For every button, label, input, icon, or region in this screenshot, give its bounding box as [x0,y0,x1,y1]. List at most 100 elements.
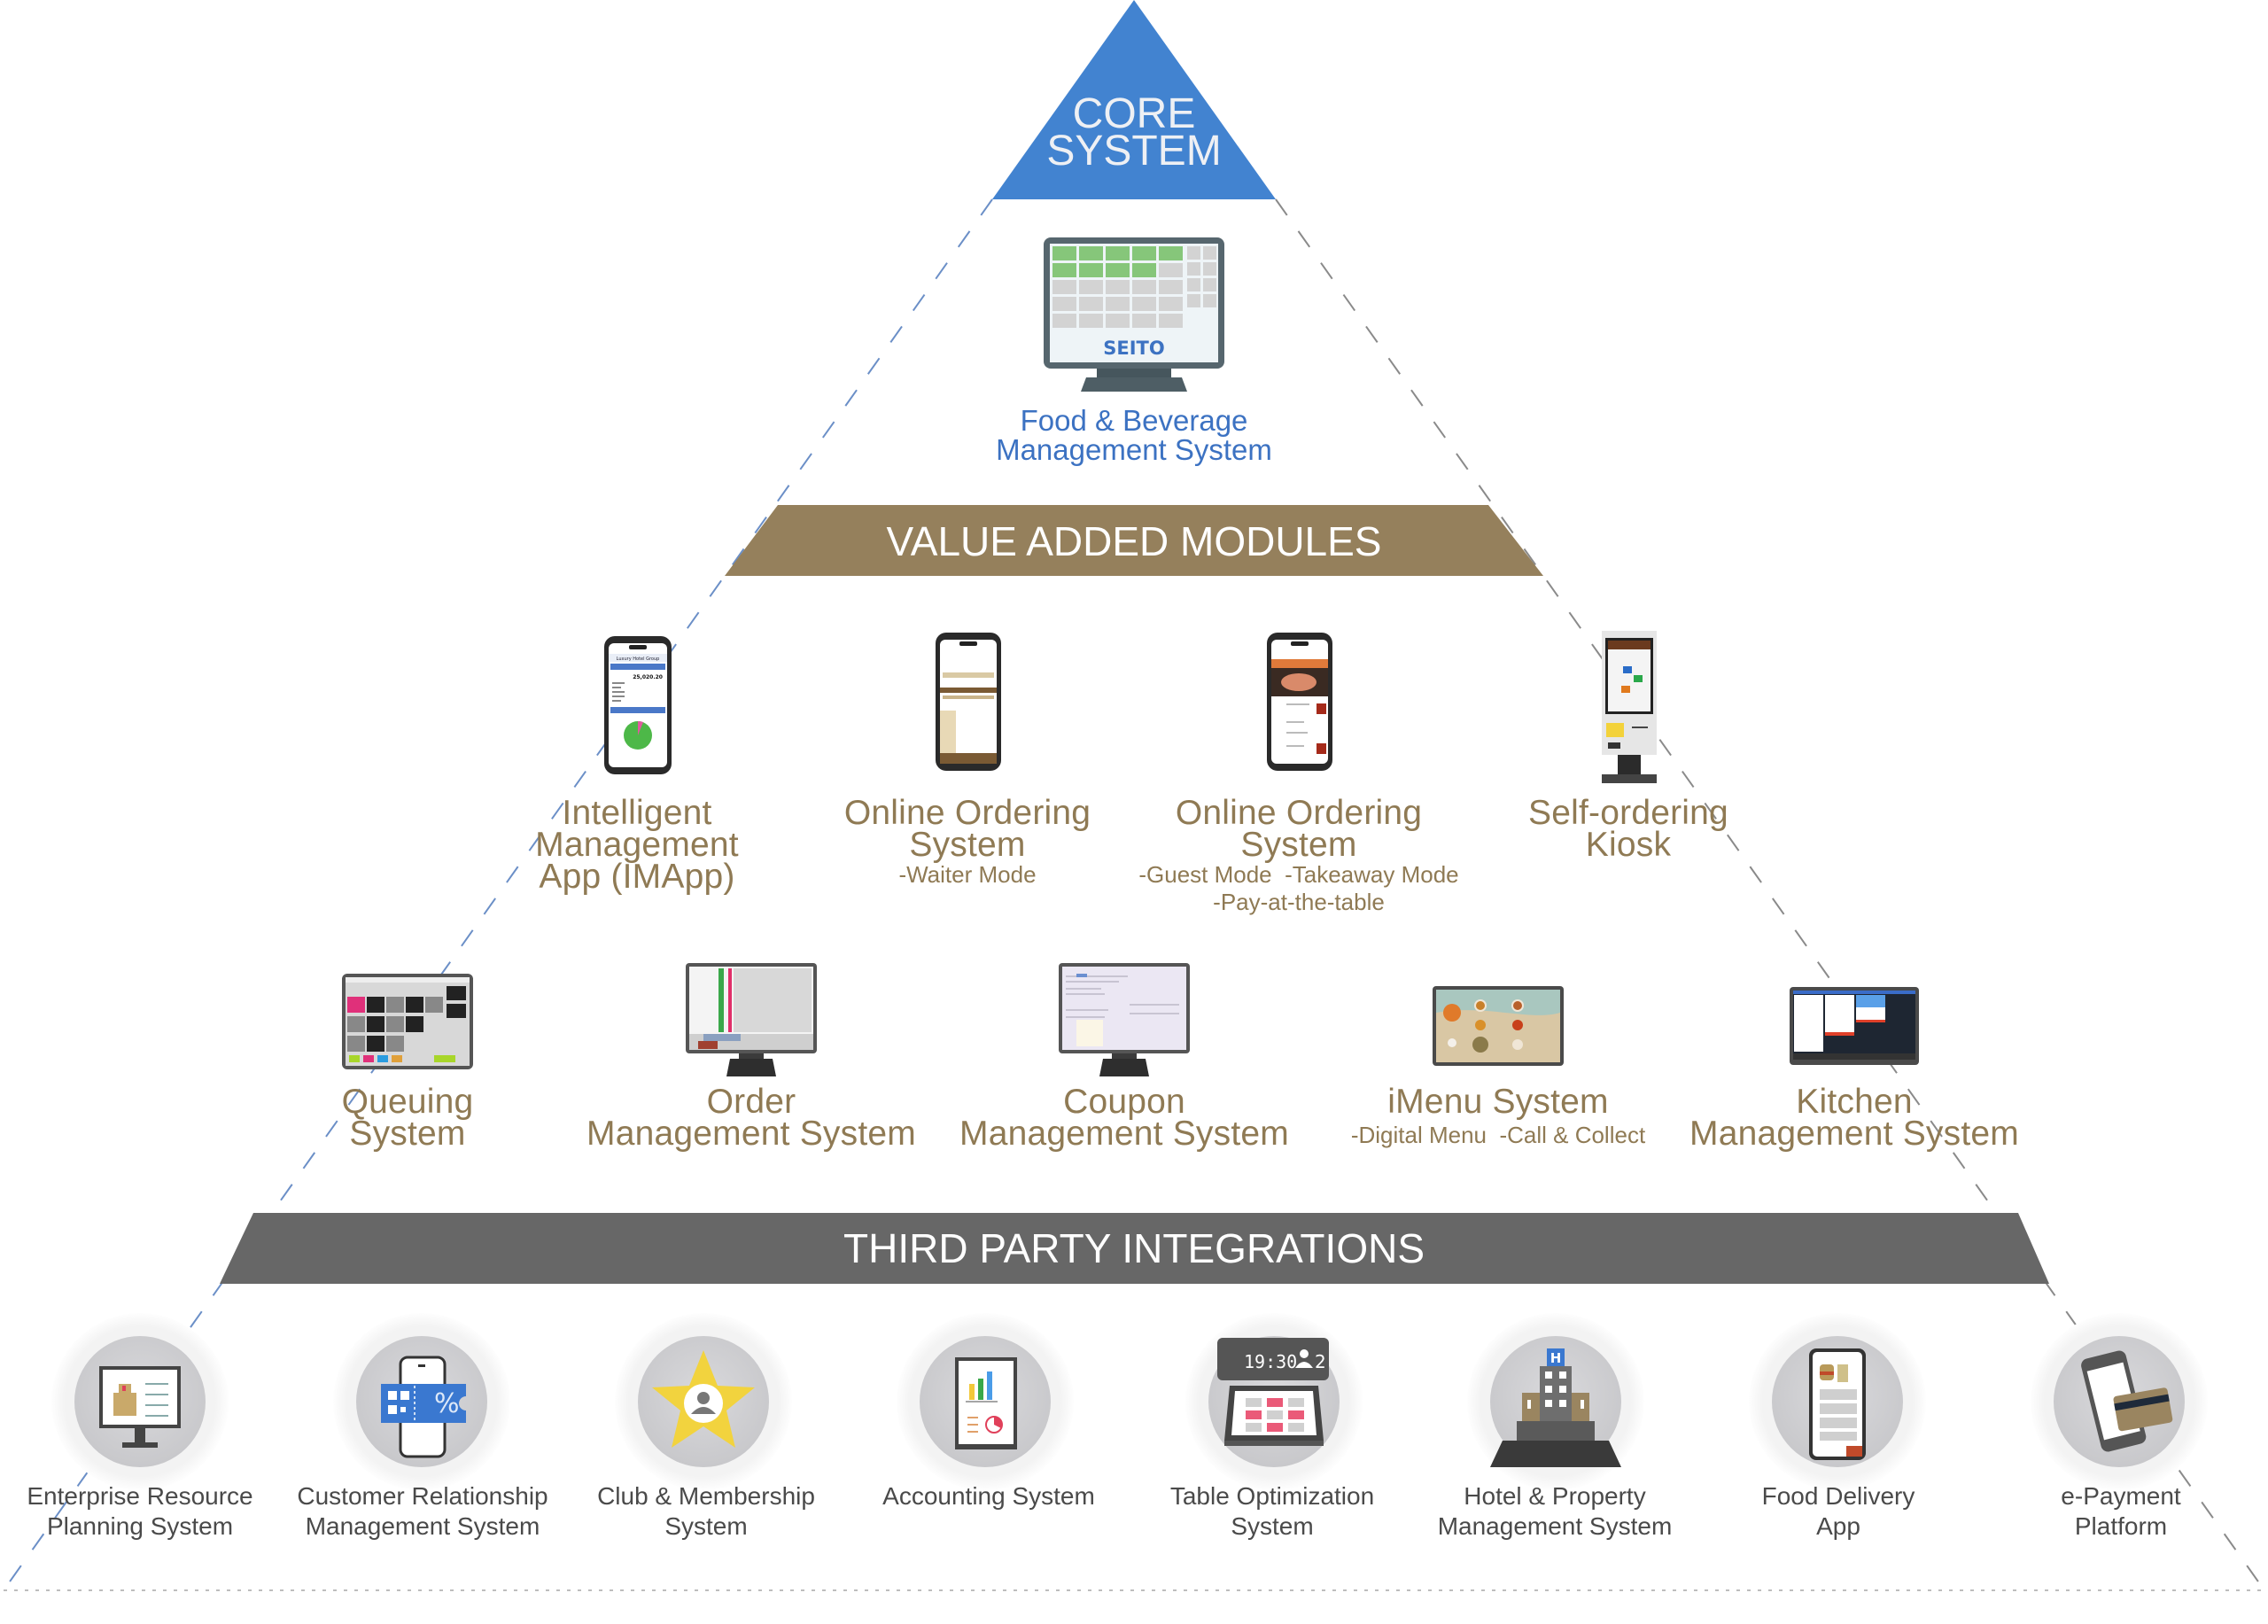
module-order-management: Order Management System [586,1083,916,1153]
module-self-ordering-kiosk: Self-ordering Kiosk [1528,794,1728,864]
integration-table-optimization-label: Table Optimization System [1170,1481,1374,1542]
module-title-line: Self-ordering [1528,794,1728,832]
membership-circle [615,1313,792,1490]
value-added-title: VALUE ADDED MODULES [886,518,1382,564]
imapp-screen-value: 25,020.20 [633,674,663,680]
module-queuing: Queuing System [341,1083,474,1153]
integration-label-line: Platform [2074,1512,2168,1540]
module-title-line: Kiosk [1585,826,1672,864]
fnb-label-line2: Management System [996,433,1272,466]
table-optimization-icon: 19:30 2 [1217,1338,1329,1446]
integration-label-line: System [664,1512,748,1540]
table-time: 19:30 [1244,1351,1297,1372]
integration-label-line: Food Delivery [1761,1482,1915,1510]
third-party-title: THIRD PARTY INTEGRATIONS [843,1225,1425,1271]
integration-label-line: Management System [305,1512,540,1540]
food-delivery-circle [1749,1313,1926,1490]
module-online-ordering-waiter: Online Ordering System -Waiter Mode [843,794,1091,889]
food-delivery-phone-icon [1809,1348,1866,1460]
fnb-label-line1: Food & Beverage [1020,404,1248,437]
module-title-line: Online Ordering [843,794,1091,832]
integration-crm-label: Customer Relationship Management System [297,1481,548,1542]
membership-star-icon [652,1350,755,1448]
hotel-building-icon: H [1490,1348,1621,1467]
integration-label-line: Enterprise Resource [27,1482,253,1510]
erp-monitor-icon [99,1366,181,1448]
hotel-badge: H [1550,1350,1562,1366]
crm-circle: % [333,1313,510,1490]
epayment-circle [2031,1313,2208,1490]
integration-erp-label: Enterprise Resource Planning System [27,1481,252,1542]
integration-epayment-label: e-Payment Platform [2061,1481,2180,1542]
module-title-line: System [349,1115,466,1153]
integration-label-line: Planning System [46,1512,234,1540]
value-added-band [725,505,1543,576]
crm-coupon-phone-icon: % [381,1356,466,1458]
module-title-line: Queuing [341,1083,474,1121]
seito-brand: SEITO [1103,338,1164,359]
module-title-line: Coupon [1063,1083,1185,1121]
waiter-mode-phone-icon [936,633,1001,771]
epayment-card-icon [2081,1350,2173,1452]
table-optimization-circle: 19:30 2 [1185,1313,1363,1490]
coupon-management-monitor-icon [1059,963,1190,1076]
module-subtitle-line: -Guest Mode -Takeaway Mode [1138,861,1459,888]
module-imapp: Intelligent Management App (IMApp) [535,794,739,896]
queuing-tablet-icon [342,974,473,1069]
integration-label-line: Accounting System [882,1482,1095,1510]
erp-circle [51,1313,229,1490]
core-triangle [992,0,1276,199]
third-party-band [220,1213,2049,1284]
module-title-line: Order [706,1083,796,1121]
module-title-line: System [909,826,1026,864]
integration-label-line: Hotel & Property [1464,1482,1646,1510]
module-subtitle-line: -Pay-at-the-table [1213,889,1385,915]
module-title-line: System [1240,826,1357,864]
guest-mode-phone-icon [1267,633,1332,771]
integration-membership-label: Club & Membership System [597,1481,815,1542]
svg-text:%: % [434,1388,460,1419]
module-title-line: App (IMApp) [539,858,735,896]
module-title-line: iMenu System [1387,1083,1609,1121]
integration-accounting-label: Accounting System [882,1481,1095,1511]
imapp-phone-icon: Luxury Hotel Group 25,020.20 [604,636,672,774]
kitchen-tablet-icon [1790,987,1919,1065]
integration-label-line: Management System [1437,1512,1673,1540]
integration-label-line: e-Payment [2061,1482,2181,1510]
module-kitchen-management: Kitchen Management System [1689,1083,2019,1153]
core-title-line2: SYSTEM [1046,128,1222,175]
imapp-screen-header: Luxury Hotel Group [617,657,660,662]
integration-hotel-label: Hotel & Property Management System [1438,1481,1673,1542]
module-title-line: Kitchen [1796,1083,1913,1121]
self-ordering-kiosk-icon [1602,631,1657,783]
integration-label-line: App [1816,1512,1860,1540]
module-subtitle-line: -Digital Menu -Call & Collect [1350,1122,1646,1148]
integration-label-line: System [1231,1512,1314,1540]
module-title-line: Management System [586,1115,916,1153]
integration-label-line: Club & Membership [597,1482,815,1510]
integration-food-delivery-label: Food Delivery App [1762,1481,1915,1542]
module-title-line: Management System [1689,1115,2019,1153]
accounting-report-icon [955,1357,1017,1449]
order-management-monitor-icon [686,963,817,1076]
accounting-circle [897,1313,1074,1490]
module-title-line: Intelligent [562,794,712,832]
module-imenu: iMenu System -Digital Menu -Call & Colle… [1350,1083,1646,1149]
fnb-system-label: Food & Beverage Management System [996,406,1272,464]
module-title-line: Management [535,826,739,864]
module-online-ordering-guest: Online Ordering System -Guest Mode -Take… [1138,794,1459,916]
table-guests: 2 [1315,1351,1326,1372]
module-coupon-management: Coupon Management System [959,1083,1289,1153]
module-subtitle-line: -Waiter Mode [898,861,1037,888]
core-title-line1: CORE [1072,90,1196,137]
imenu-tablet-icon [1433,986,1564,1066]
core-system-title: CORE SYSTEM [1046,90,1222,175]
integration-label-line: Table Optimization [1169,1482,1375,1510]
hotel-circle: H [1467,1313,1644,1490]
integration-label-line: Customer Relationship [297,1482,548,1510]
seito-monitor-icon: SEITO [1044,237,1224,392]
module-title-line: Management System [959,1115,1289,1153]
module-title-line: Online Ordering [1175,794,1423,832]
